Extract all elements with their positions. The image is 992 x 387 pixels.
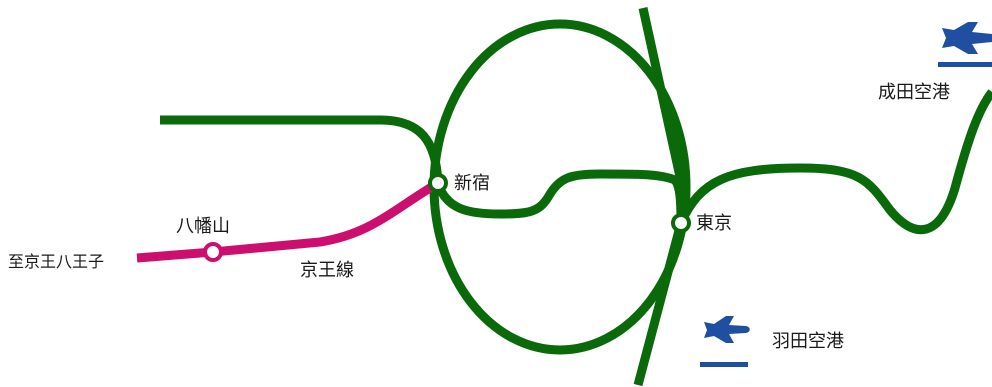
airport-label-haneda: 羽田空港 <box>772 331 844 352</box>
keio-line <box>136 179 441 263</box>
jr-line-west <box>160 115 443 184</box>
airport-label-narita: 成田空港 <box>878 82 950 103</box>
haneda-airplane-icon <box>700 316 750 367</box>
station-shinjuku <box>428 173 448 193</box>
station-label-tokyo: 東京 <box>696 213 732 234</box>
narita-airplane-icon <box>938 22 992 67</box>
station-hachimanyama <box>203 242 223 262</box>
station-label-hachimanyama: 八幡山 <box>176 216 230 237</box>
line-label-keio-terminus: 至京王八王子 <box>8 252 104 271</box>
station-tokyo <box>671 213 691 233</box>
jr-line-narita <box>676 89 992 235</box>
station-label-shinjuku: 新宿 <box>454 173 490 194</box>
jr-line-north-south <box>633 7 689 387</box>
jr-line-shinjuku-tokyo <box>433 169 686 224</box>
line-label-keio: 京王線 <box>300 260 354 281</box>
